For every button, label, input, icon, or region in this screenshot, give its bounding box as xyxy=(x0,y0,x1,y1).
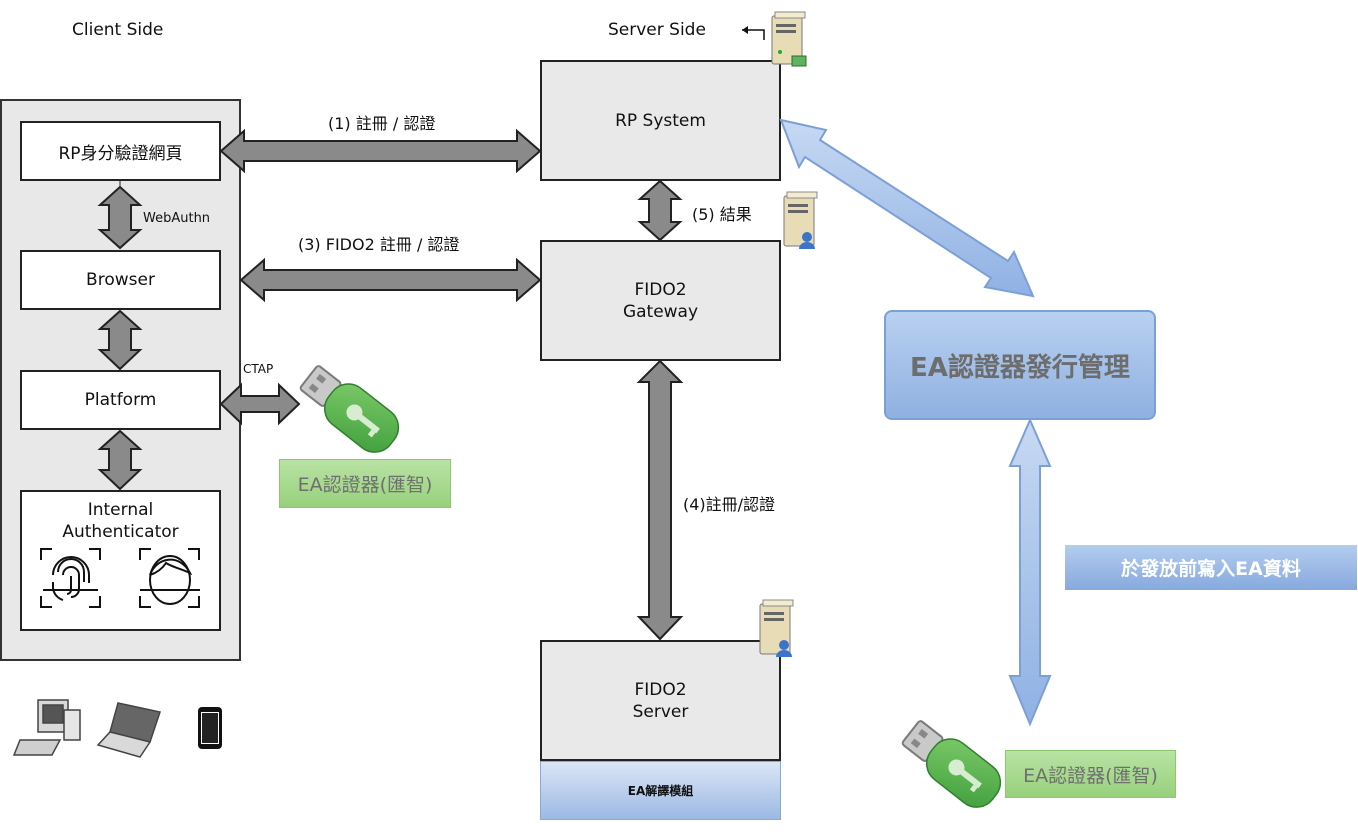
fingerprint-icon xyxy=(40,548,101,608)
server-side-title: Server Side xyxy=(608,20,706,40)
step1-label: (1) 註冊 / 認證 xyxy=(328,114,436,133)
client-side-title: Client Side xyxy=(72,20,164,40)
webauthn-label: WebAuthn xyxy=(143,211,211,226)
arrow-platform-to-internal-authenticator xyxy=(97,429,143,491)
arrow-rp-page-to-browser xyxy=(97,185,143,250)
face-icon xyxy=(139,548,200,608)
arrow-browser-to-platform xyxy=(97,309,143,371)
arrow-rp-system-to-ea-management xyxy=(779,118,1035,298)
ea-issuance-management-label: EA認證器發行管理 xyxy=(910,352,1130,383)
arrow-gateway-to-fido2-server xyxy=(636,359,684,641)
server-icon xyxy=(759,599,794,657)
ea-decode-module[interactable]: EA解譯模組 xyxy=(540,761,781,820)
arrow-platform-to-usb-key xyxy=(219,382,301,426)
laptop-icon xyxy=(96,702,161,758)
usb-key-icon xyxy=(901,720,1002,808)
server-icon xyxy=(783,191,818,249)
ea-issuance-management-box[interactable]: EA認證器發行管理 xyxy=(884,310,1156,420)
ea-authenticator-label-1: EA認證器(匯智) xyxy=(279,459,451,508)
arrow-browser-to-gateway xyxy=(239,257,542,303)
usb-key-icon xyxy=(299,365,400,453)
ea-authenticator-label-2: EA認證器(匯智) xyxy=(1005,750,1176,798)
internal-authenticator-label: Internal Authenticator xyxy=(62,500,179,542)
arrow-ea-management-to-usb-key xyxy=(1008,417,1052,727)
browser-box[interactable]: Browser xyxy=(20,250,221,310)
phone-icon xyxy=(198,707,222,749)
arrow-rp-page-to-rp-system xyxy=(219,128,542,174)
step3-label: (3) FIDO2 註冊 / 認證 xyxy=(298,235,460,254)
fido2-gateway-box[interactable]: FIDO2 Gateway xyxy=(540,240,781,361)
internal-authenticator-box[interactable]: Internal Authenticator xyxy=(20,490,221,631)
platform-box[interactable]: Platform xyxy=(20,370,221,430)
write-ea-data-label: 於發放前寫入EA資料 xyxy=(1121,558,1301,580)
desktop-icon xyxy=(12,699,81,756)
rp-system-box[interactable]: RP System xyxy=(540,60,781,181)
step5-label: (5) 結果 xyxy=(692,205,752,224)
step4-label: (4)註冊/認證 xyxy=(683,495,776,514)
ea-decode-module-label: EA解譯模組 xyxy=(627,784,694,798)
write-ea-data-banner: 於發放前寫入EA資料 xyxy=(1065,545,1357,590)
fido2-server-box[interactable]: FIDO2 Server xyxy=(540,640,781,761)
server-icon xyxy=(742,11,807,67)
ctap-label: CTAP xyxy=(243,362,274,376)
arrow-rp-system-to-gateway xyxy=(637,179,683,242)
